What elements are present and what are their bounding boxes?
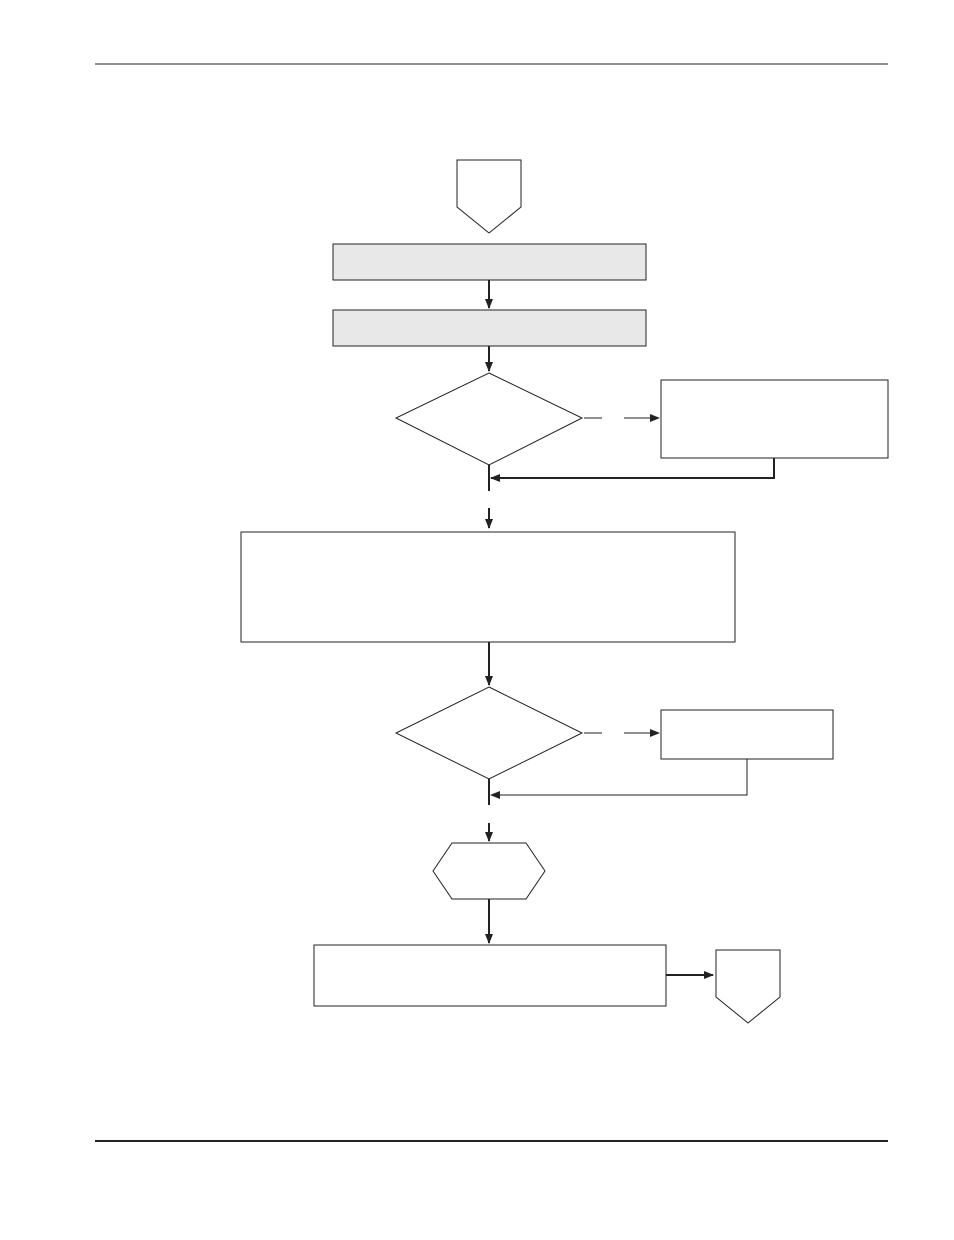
decision-1 [394, 372, 584, 466]
decision-2 [394, 686, 584, 780]
entry-connector [456, 159, 522, 234]
preparation-step [432, 842, 546, 900]
exit-connector [715, 949, 781, 1024]
return-line-side2 [490, 759, 748, 799]
return-line-side1 [490, 458, 775, 482]
process-step-1 [332, 243, 647, 281]
side-action-2 [660, 709, 834, 760]
process-step-3 [240, 531, 736, 643]
process-step-2 [332, 309, 647, 347]
process-step-4 [313, 944, 667, 1007]
side-action-1 [660, 379, 889, 459]
